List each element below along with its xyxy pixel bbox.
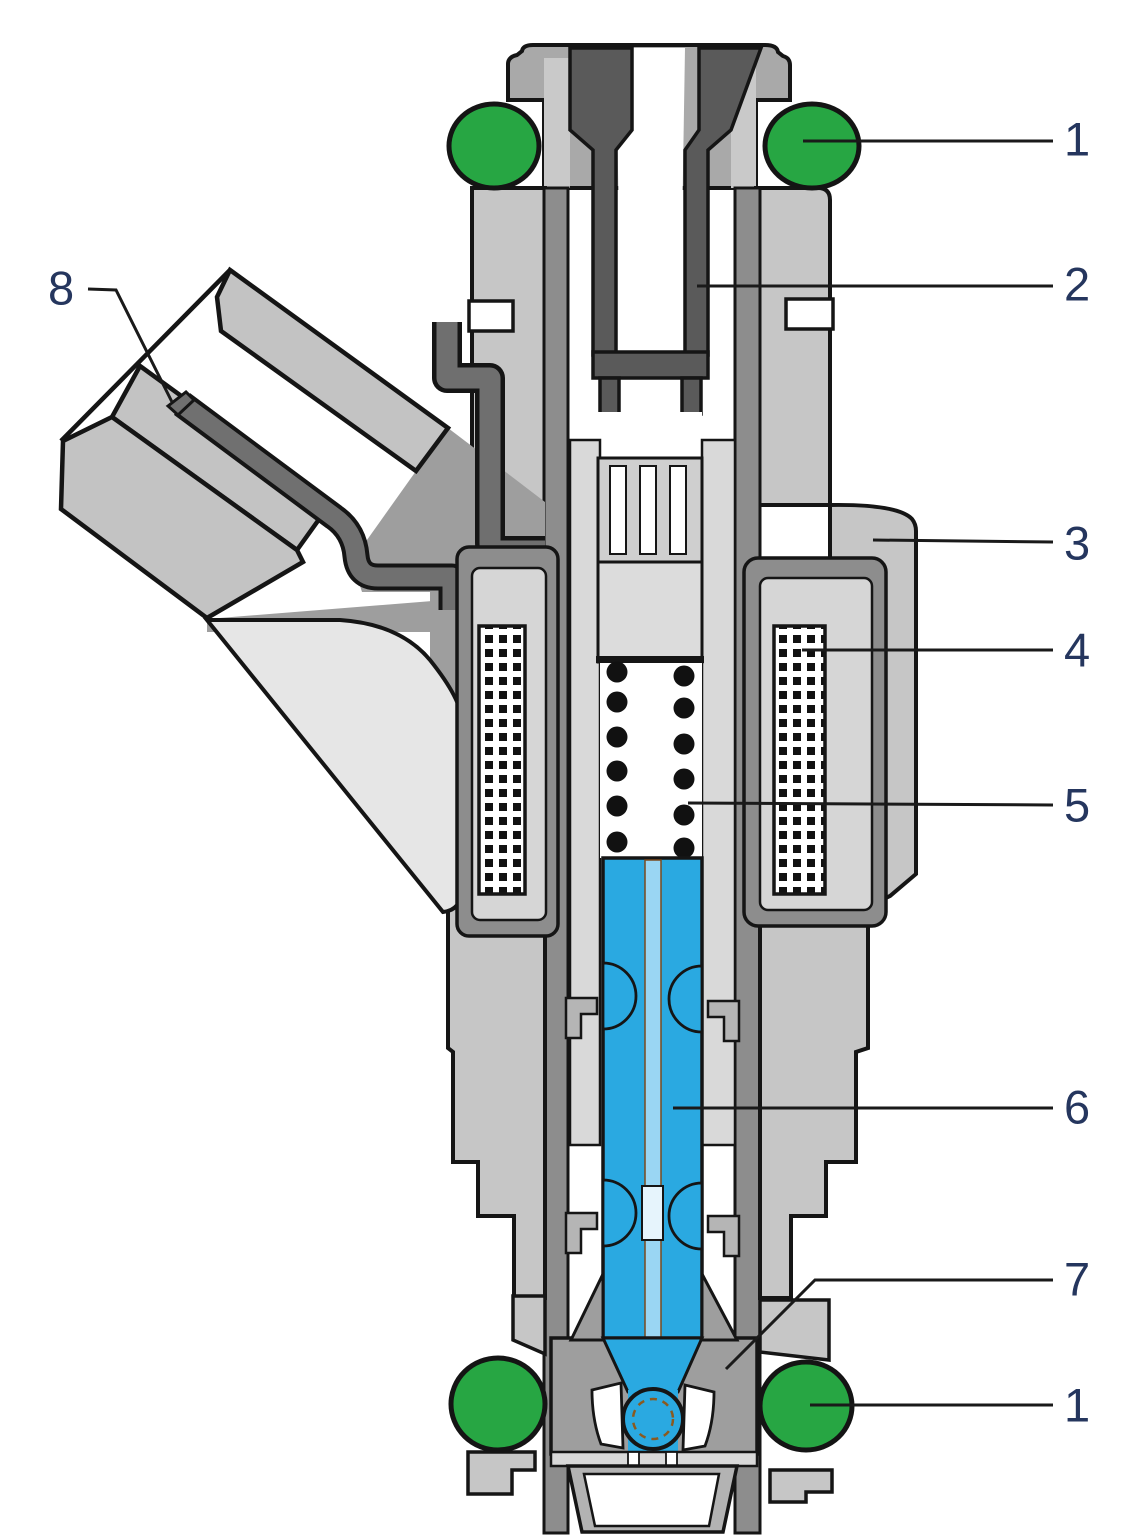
coil-winding-right (772, 624, 827, 896)
connector-sleeve-foot-left (598, 376, 621, 416)
oring-flange-left (511, 1294, 547, 1357)
connector-pin-icon (176, 396, 462, 610)
callout-label-spring: 5 (1064, 778, 1091, 832)
nozzle-collar-left (568, 1273, 605, 1342)
needle-port-lower-left (601, 1178, 638, 1248)
seat-plate (549, 1450, 759, 1468)
oring-top-left (446, 101, 542, 191)
guide-hook-upper-right (706, 999, 741, 1043)
callout-label-needle-valve: 6 (1064, 1080, 1091, 1134)
mount-tab-left (466, 1450, 537, 1496)
oring-flange-right (758, 1298, 831, 1362)
guide-hook-lower-left (564, 1211, 599, 1255)
connector-mouth-rim (59, 268, 232, 443)
leader-lines (87, 139, 1054, 1407)
connector-sleeve-foot-right (680, 376, 703, 416)
guide-hook-lower-right (706, 1214, 741, 1258)
fuel-channel (598, 412, 702, 462)
connector-end-wedge (58, 414, 306, 621)
lower-column-right (758, 902, 870, 1300)
seat-orifice-left (627, 1451, 640, 1467)
connector-top-face (214, 266, 452, 475)
mount-tab-right (768, 1468, 834, 1504)
needle-port-upper-right (667, 964, 704, 1034)
oring-top-right (762, 101, 862, 191)
column-notch-right (784, 297, 835, 331)
valve-ball-inner-ring (631, 1397, 675, 1441)
callout-label-coil-winding: 4 (1064, 623, 1091, 677)
callout-label-lower-guide: 7 (1064, 1252, 1091, 1306)
needle-port-lower-right (667, 1181, 704, 1251)
needle-port-upper-left (601, 961, 638, 1031)
oring-bottom-left (448, 1355, 548, 1453)
leader-line-lower-guide (724, 1278, 1053, 1371)
spring-coil-dots (606, 661, 695, 859)
nozzle-slot-right (681, 1383, 716, 1452)
coil-winding-left (477, 624, 527, 896)
lower-column-left (411, 874, 547, 1300)
spray-cap-cavity (582, 1472, 721, 1528)
needle-center-strip (644, 859, 662, 1339)
filter-slot-3 (669, 465, 687, 555)
filter-slot-1 (609, 465, 627, 555)
guide-hook-upper-left (564, 996, 599, 1040)
nozzle-slot-left (590, 1381, 625, 1450)
pole-piece-bottom-edge (596, 656, 704, 663)
callout-label-connector-pin: 8 (48, 261, 75, 315)
connector-pin-tip (165, 390, 197, 418)
leader-line-valve-housing (872, 538, 1054, 544)
leader-line-spring (687, 801, 1054, 807)
column-notch-left (467, 299, 515, 333)
cap-inner-band-left (544, 58, 570, 188)
bracket-web (202, 618, 464, 915)
pole-piece (596, 560, 704, 664)
nozzle-collar-right (700, 1273, 740, 1342)
callout-label-valve-housing: 3 (1064, 516, 1091, 570)
seat-orifice-right (665, 1451, 678, 1467)
upper-column-right (754, 186, 832, 507)
callout-label-oring-top: 1 (1064, 112, 1091, 166)
connector-sleeve-bridge (591, 350, 710, 380)
needle-strip-break (641, 1185, 664, 1241)
filter-slot-2 (639, 465, 657, 555)
callout-label-connector-bore: 2 (1064, 257, 1091, 311)
leader-line-connector-pin (87, 287, 174, 403)
callout-label-oring-bottom: 1 (1064, 1378, 1091, 1432)
